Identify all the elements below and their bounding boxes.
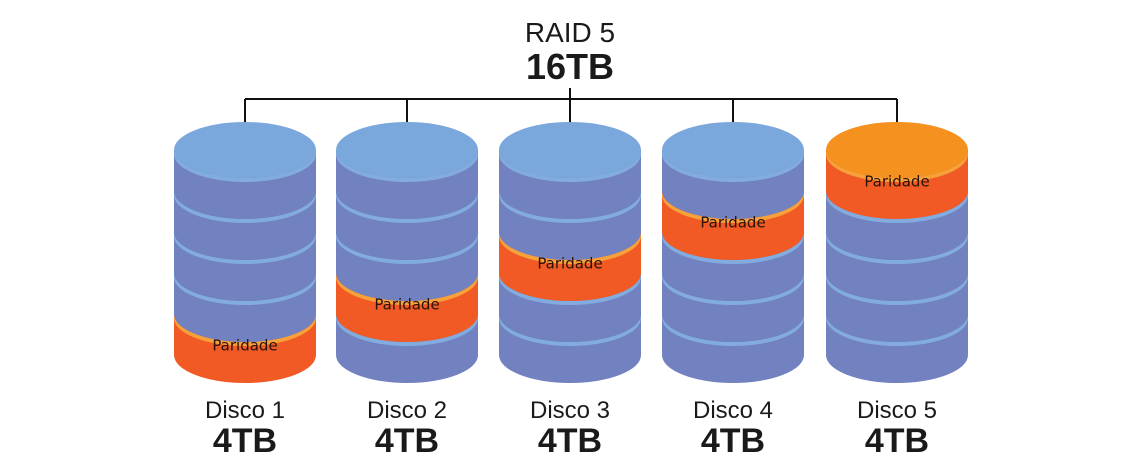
disk-capacity: 4TB [213,422,277,460]
connector-lines [244,88,898,136]
disk-name: Disco 3 [530,397,610,424]
disk-capacity: 4TB [701,422,765,460]
disk-capacity: 4TB [865,422,929,460]
raid-capacity: 16TB [526,46,614,87]
parity-label: Paridade [537,255,602,273]
disk-top-cap [336,122,478,178]
parity-label: Paridade [212,337,277,355]
disk-name: Disco 1 [205,397,285,424]
disk-top-cap [826,122,968,178]
disk-name: Disco 4 [693,397,773,424]
disk-top-cap [662,122,804,178]
disk-top-cap [174,122,316,178]
disk-name: Disco 5 [857,397,937,424]
disk-capacity: 4TB [538,422,602,460]
raid-title: RAID 5 [525,17,615,48]
disk-top-cap [499,122,641,178]
parity-label: Paridade [700,214,765,232]
disk-capacity: 4TB [375,422,439,460]
disk-name: Disco 2 [367,397,447,424]
parity-label: Paridade [374,296,439,314]
parity-label: Paridade [864,173,929,191]
